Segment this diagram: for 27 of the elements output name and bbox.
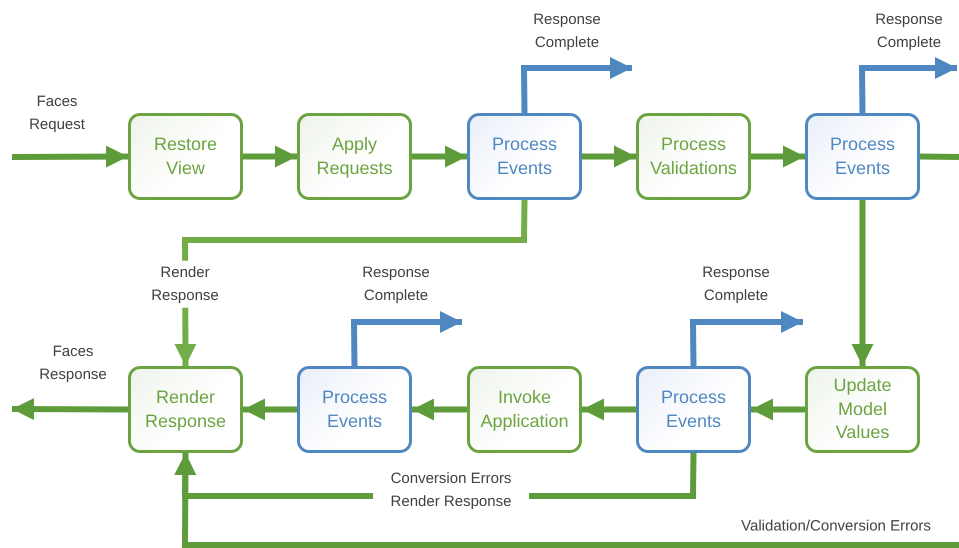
- arrow: [852, 200, 874, 366]
- process-box: Process Events: [636, 366, 751, 453]
- process-box: Process Events: [297, 366, 412, 453]
- process-box: Apply Requests: [297, 113, 412, 200]
- process-box: Render Response: [128, 366, 243, 453]
- process-box: Update Model Values: [805, 366, 920, 453]
- process-box: Restore View: [128, 113, 243, 200]
- process-box: Process Validations: [636, 113, 751, 200]
- arrow: [690, 311, 803, 366]
- process-box: Process Events: [467, 113, 582, 200]
- arrow: [520, 57, 632, 114]
- arrow: [412, 146, 467, 168]
- arrow: [412, 398, 467, 420]
- arrow: [350, 311, 462, 366]
- arrow: [12, 146, 128, 168]
- arrow: [12, 398, 128, 420]
- arrow: [858, 57, 957, 114]
- arrow: [582, 146, 636, 168]
- arrow: [174, 452, 959, 548]
- arrow: [243, 146, 297, 168]
- arrow: [751, 146, 805, 168]
- arrow: [243, 398, 297, 420]
- arrow: [174, 200, 528, 366]
- process-box: Invoke Application: [467, 366, 582, 453]
- arrow: [582, 398, 636, 420]
- arrow: [751, 398, 805, 420]
- process-box: Process Events: [805, 113, 920, 200]
